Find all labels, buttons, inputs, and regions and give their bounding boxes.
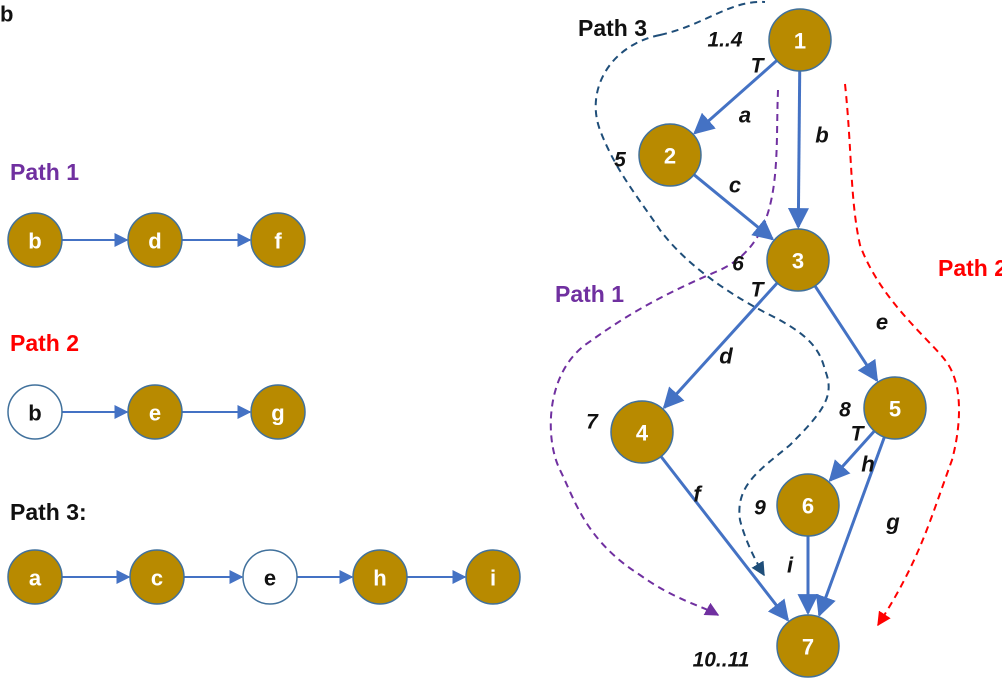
node-circle (250, 212, 306, 268)
node-label: 1 (794, 29, 806, 54)
node-circle (610, 400, 674, 464)
node-circle (863, 376, 927, 440)
node-label: 3 (792, 249, 804, 274)
left-path-3-node-c: c (129, 549, 185, 605)
path-overlay-layer: Path 1 Path 2 Path 3 (549, 0, 1002, 627)
node-label: b (28, 229, 41, 254)
left-path-2-node-b: b (7, 384, 63, 440)
node-2-order-label: 5 (614, 149, 626, 172)
node-circle (768, 8, 832, 72)
left-path-2-node-e: e (127, 384, 183, 440)
left-path-1-node-b: b (7, 212, 63, 268)
left-path-3-node-h: h (352, 549, 408, 605)
node-1-taken-label: T (751, 55, 766, 78)
node-circle (638, 123, 702, 187)
node-circle (129, 549, 185, 605)
node-circle (127, 212, 183, 268)
graph-node-5: 5 (863, 376, 927, 440)
node-circle (242, 549, 298, 605)
graph-edge-layer: a b c d e f g h i (659, 59, 900, 622)
graph-node-7: 7 (776, 614, 840, 678)
path-overlay-ov3-title: Path 3 (578, 15, 647, 41)
node-circle (250, 384, 306, 440)
edge-label-h: h (861, 452, 874, 477)
left-path-3-node-e: e (242, 549, 298, 605)
left-path-1-node-f: f (250, 212, 306, 268)
node-circle (776, 473, 840, 537)
path-overlay-ov1-title: Path 1 (555, 281, 624, 307)
edge-label-d: d (719, 344, 733, 369)
node-circle (352, 549, 408, 605)
edge-3-5 (813, 285, 879, 383)
node-label: f (274, 229, 282, 254)
edge-label-e: e (876, 310, 888, 335)
left-path-3-title: Path 3: (10, 499, 87, 525)
node-label: 4 (636, 421, 649, 446)
graph-node-4: 4 (610, 400, 674, 464)
node-label: a (29, 566, 42, 591)
left-path-1-title: Path 1 (10, 159, 79, 185)
node-circle (7, 549, 63, 605)
edge-1-2 (693, 59, 778, 135)
node-circle (7, 212, 63, 268)
node-label: 2 (664, 144, 676, 169)
edge-label-g: g (885, 510, 900, 535)
node-label: 6 (802, 494, 814, 519)
node-circle (7, 384, 63, 440)
graph-node-6: 6 (776, 473, 840, 537)
left-path-3-node-i: i (465, 549, 521, 605)
left-path-2-title: Path 2 (10, 330, 79, 356)
node-1-order-label: 1..4 (707, 29, 742, 52)
node-5-taken-label: T (851, 423, 866, 446)
edge-5-6 (828, 430, 876, 482)
node-circle (776, 614, 840, 678)
left-path-1-node-d: d (127, 212, 183, 268)
node-label: b (28, 401, 41, 426)
node-3-order-label: 6 (732, 253, 744, 276)
edge-5-7 (815, 436, 886, 617)
edge-label-f: f (693, 482, 703, 507)
left-path-3-node-a: a (7, 549, 63, 605)
node-label: h (373, 566, 386, 591)
node-label: c (151, 566, 163, 591)
path-overlay-ov1-line (549, 89, 779, 616)
left-path-1: Path 1 b d f (7, 159, 306, 268)
node-label: i (490, 566, 496, 591)
left-path-2: Path 2 b e g (7, 330, 306, 440)
node-4-order-label: 7 (586, 411, 599, 434)
node-circle (465, 549, 521, 605)
node-circle (766, 228, 830, 292)
edge-label-b: b (815, 123, 828, 148)
graph-node-2: 2 (638, 123, 702, 187)
path-overlay-ov3-line (594, 0, 830, 575)
edge-label-i: i (787, 553, 794, 578)
node-label: e (149, 401, 161, 426)
edge-4-7 (659, 455, 790, 622)
path-overlay-ov2-title: Path 2 (938, 255, 1002, 281)
node-label: d (148, 229, 161, 254)
node-circle (127, 384, 183, 440)
node-3-taken-label: T (751, 279, 766, 302)
graph-node-1: 1 (768, 8, 832, 72)
node-label: e (264, 566, 276, 591)
left-path-3: Path 3: a c e h i (7, 499, 521, 605)
edge-label-a: a (739, 103, 751, 128)
edge-1-3 (787, 70, 809, 230)
edge-label-c: c (729, 173, 741, 198)
corner-label: b (0, 2, 13, 27)
node-6-order-label: 9 (754, 497, 766, 520)
edge-3-4 (662, 281, 779, 410)
edge-2-3 (693, 173, 775, 241)
node-label: g (271, 401, 284, 426)
node-5-order-label: 8 (839, 399, 851, 422)
node-label: 7 (802, 635, 814, 660)
graph-node-3: 3 (766, 228, 830, 292)
path-overlay-ov2-line (844, 83, 960, 627)
left-path-2-node-g: g (250, 384, 306, 440)
node-7-order-label: 10..11 (693, 649, 750, 672)
node-label: 5 (889, 397, 901, 422)
